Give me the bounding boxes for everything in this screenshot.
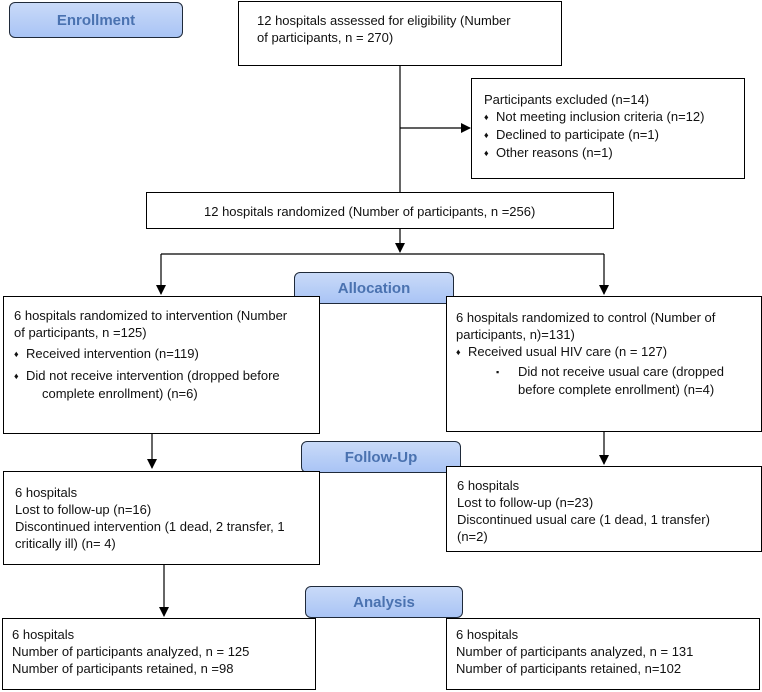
excluded-title: Participants excluded (n=14)	[484, 92, 650, 107]
intervention-alloc-line-2: of participants, n =125)	[14, 325, 147, 340]
control-followup-line-3: Discontinued usual care (1 dead, 1 trans…	[457, 512, 710, 527]
excluded-item: ♦Not meeting inclusion criteria (n=12)	[484, 109, 705, 124]
intervention-not-received: ♦Did not receive intervention (dropped b…	[14, 368, 280, 383]
intervention-allocation-box: 6 hospitals randomized to intervention (…	[3, 296, 320, 434]
intervention-analysis-box: 6 hospitals Number of participants analy…	[2, 618, 316, 690]
stage-analysis: Analysis	[305, 586, 463, 618]
stage-analysis-label: Analysis	[353, 593, 415, 611]
assessed-line-1: 12 hospitals assessed for eligibility (N…	[257, 13, 511, 28]
control-followup-line-4: (n=2)	[457, 529, 488, 544]
stage-enrollment-label: Enrollment	[56, 11, 136, 29]
diamond-bullet-icon: ♦	[456, 347, 461, 357]
control-analysis-line-2: Number of participants analyzed, n = 131	[456, 644, 694, 659]
stage-allocation-label: Allocation	[337, 279, 411, 297]
intervention-followup-line-1: 6 hospitals	[15, 485, 78, 500]
control-not-received-cont: before complete enrollment) (n=4)	[518, 382, 715, 397]
intervention-followup-line-3: Discontinued intervention (1 dead, 2 tra…	[15, 519, 285, 534]
control-alloc-line-1: 6 hospitals randomized to control (Numbe…	[456, 310, 716, 325]
stage-follow-up-label: Follow-Up	[344, 448, 418, 466]
excluded-item: ♦Other reasons (n=1)	[484, 145, 613, 160]
control-allocation-box: 6 hospitals randomized to control (Numbe…	[446, 296, 762, 432]
control-analysis-box: 6 hospitals Number of participants analy…	[446, 618, 760, 690]
excluded-item: ♦Declined to participate (n=1)	[484, 127, 659, 142]
excluded-box: Participants excluded (n=14) ♦Not meetin…	[471, 78, 745, 179]
intervention-followup-line-2: Lost to follow-up (n=16)	[15, 502, 152, 517]
stage-follow-up: Follow-Up	[301, 441, 461, 473]
randomized-box: 12 hospitals randomized (Number of parti…	[146, 192, 614, 229]
diamond-bullet-icon: ♦	[14, 349, 19, 359]
square-bullet-icon: ▪	[496, 367, 500, 377]
intervention-received: ♦Received intervention (n=119)	[14, 346, 199, 361]
control-followup-line-1: 6 hospitals	[457, 478, 520, 493]
control-not-received: ▪Did not receive usual care (dropped	[496, 364, 724, 379]
stage-enrollment: Enrollment	[9, 2, 183, 38]
intervention-analysis-line-3: Number of participants retained, n =98	[12, 661, 234, 676]
intervention-analysis-line-1: 6 hospitals	[12, 627, 75, 642]
control-followup-box: 6 hospitals Lost to follow-up (n=23) Dis…	[446, 466, 762, 552]
intervention-alloc-line-1: 6 hospitals randomized to intervention (…	[14, 308, 288, 323]
diamond-bullet-icon: ♦	[14, 371, 19, 381]
intervention-followup-box: 6 hospitals Lost to follow-up (n=16) Dis…	[3, 471, 320, 565]
diamond-bullet-icon: ♦	[484, 130, 489, 140]
control-alloc-line-2: participants, n)=131)	[456, 327, 575, 342]
assessed-box: 12 hospitals assessed for eligibility (N…	[238, 1, 562, 66]
control-received: ♦Received usual HIV care (n = 127)	[456, 344, 668, 359]
control-analysis-line-3: Number of participants retained, n=102	[456, 661, 682, 676]
intervention-not-received-cont: complete enrollment) (n=6)	[42, 386, 198, 401]
assessed-line-2: of participants, n = 270)	[257, 30, 394, 45]
randomized-text: 12 hospitals randomized (Number of parti…	[204, 204, 536, 219]
control-analysis-line-1: 6 hospitals	[456, 627, 519, 642]
intervention-analysis-line-2: Number of participants analyzed, n = 125	[12, 644, 250, 659]
control-followup-line-2: Lost to follow-up (n=23)	[457, 495, 594, 510]
diamond-bullet-icon: ♦	[484, 148, 489, 158]
stage-allocation: Allocation	[294, 272, 454, 304]
intervention-followup-line-4: critically ill) (n= 4)	[15, 536, 116, 551]
diamond-bullet-icon: ♦	[484, 112, 489, 122]
